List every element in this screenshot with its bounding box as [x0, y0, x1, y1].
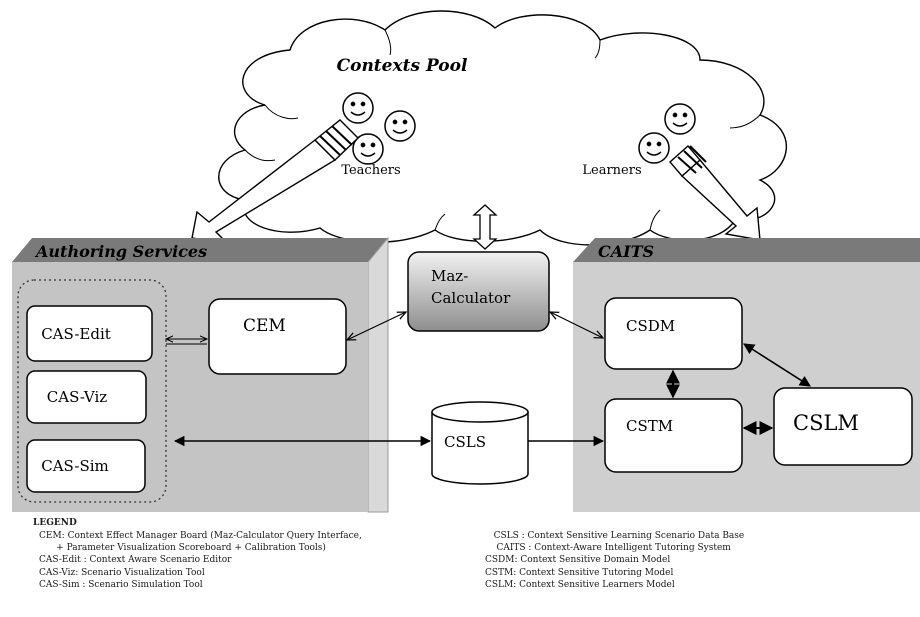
cas-viz-label: CAS-Viz [47, 388, 107, 406]
cem-maz-link [347, 312, 406, 340]
contexts-pool-cloud [218, 10, 788, 246]
cem-box: CEM [208, 298, 347, 375]
learners-to-caits-arrow [669, 145, 761, 241]
maz-calculator-box: Maz- Calculator [407, 251, 550, 332]
cloud-maz-double-arrow [472, 204, 498, 250]
cas-edit-label: CAS-Edit [41, 325, 111, 343]
teachers-smiley-icons [342, 92, 416, 165]
legend-item: CAITS : Context-Aware Intelligent Tutori… [485, 543, 731, 554]
maz-calculator-label-line1: Maz- [431, 267, 468, 285]
authoring-services-title: Authoring Services [34, 242, 207, 261]
cas-viz-box: CAS-Viz [26, 370, 147, 424]
cas-sim-label: CAS-Sim [41, 457, 109, 475]
legend-item: CAS-Edit : Context Aware Scenario Editor [39, 555, 232, 566]
csdm-box: CSDM [604, 297, 743, 370]
csls-label: CSLS [444, 433, 486, 451]
legend-left-column: CEM: Context Effect Manager Board (Maz-C… [39, 530, 362, 591]
caits-title: CAITS [598, 242, 654, 261]
legend-title: LEGEND [33, 518, 77, 528]
legend-item: CEM: Context Effect Manager Board (Maz-C… [39, 531, 362, 541]
maz-csdm-link [550, 312, 603, 338]
legend-item: CAS-Sim : Scenario Simulation Tool [39, 579, 203, 590]
legend: LEGEND CEM: Context Effect Manager Board… [33, 518, 913, 613]
cem-label: CEM [243, 316, 286, 336]
cas-edit-box: CAS-Edit [26, 305, 153, 362]
learners-smiley-icons [638, 103, 696, 164]
legend-item: + Parameter Visualization Scoreboard + C… [39, 543, 326, 554]
csdm-cslm-link [743, 343, 811, 387]
cstm-label: CSTM [626, 417, 673, 435]
cslm-box: CSLM [773, 387, 913, 466]
legend-item: CSLS : Context Sensitive Learning Scenar… [485, 531, 745, 541]
contexts-pool-title: Contexts Pool [337, 56, 468, 76]
legend-item: CAS-Viz: Scenario Visualization Tool [39, 567, 205, 578]
maz-calculator-label-line2: Calculator [431, 289, 511, 307]
csls-database: CSLS [431, 401, 529, 485]
cstm-box: CSTM [604, 398, 743, 473]
cas-sim-box: CAS-Sim [26, 439, 146, 493]
teachers-label: Teachers [341, 163, 400, 178]
legend-item: CSTM: Context Sensitive Tutoring Model [485, 567, 674, 578]
cslm-label: CSLM [793, 411, 859, 435]
legend-item: CSLM: Context Sensitive Learners Model [485, 579, 675, 590]
legend-right-column: CSLS : Context Sensitive Learning Scenar… [485, 530, 744, 591]
legend-item: CSDM: Context Sensitive Domain Model [485, 555, 671, 566]
authoring-tools-group [17, 279, 167, 503]
csdm-label: CSDM [626, 317, 675, 335]
learners-label: Learners [582, 163, 641, 178]
